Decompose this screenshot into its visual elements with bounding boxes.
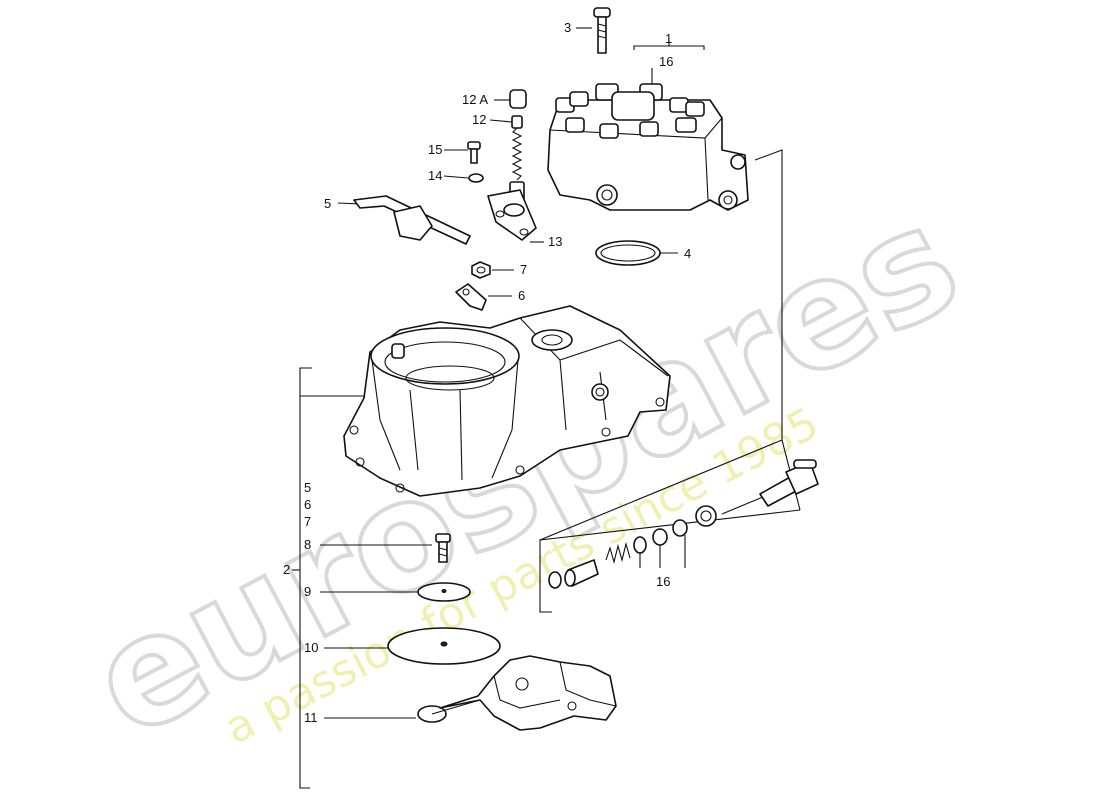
callout-6: 6 [518, 288, 525, 303]
lever-part-6 [455, 283, 487, 311]
callout-12: 12 [472, 112, 486, 127]
callout-5: 5 [324, 196, 331, 211]
base-plate-part-13 [487, 189, 537, 241]
screw-part-15 [467, 141, 481, 164]
callout-11: 11 [304, 710, 318, 725]
screw-part-3 [593, 7, 611, 54]
group-item-6: 6 [304, 497, 311, 512]
callout-16-bottom: 16 [656, 574, 670, 589]
callout-13: 13 [548, 234, 562, 249]
callout-1: 1 [665, 31, 672, 46]
callout-10: 10 [304, 640, 318, 655]
plug-part-12a [509, 89, 527, 109]
callout-9: 9 [304, 584, 311, 599]
washer-part-9 [417, 582, 471, 602]
group-item-7: 7 [304, 514, 311, 529]
bracket-part-5 [353, 195, 471, 245]
o-ring-part-4 [595, 240, 661, 266]
callout-8: 8 [304, 537, 311, 552]
callout-7: 7 [520, 262, 527, 277]
callout-16-top: 16 [659, 54, 673, 69]
distributor-head-part-1 [547, 83, 749, 211]
callout-12a: 12 A [462, 92, 488, 107]
callout-labels: 1 16 3 12 A 12 15 14 5 13 4 7 6 2 5 6 7 … [283, 20, 691, 725]
fuel-outlet-fittings [555, 83, 705, 139]
screw-part-8 [435, 533, 451, 563]
washer-part-14 [468, 173, 484, 183]
plate-part-10 [387, 627, 501, 665]
nut-part-7 [471, 261, 491, 279]
callout-2: 2 [283, 562, 290, 577]
air-flow-housing [343, 305, 671, 497]
callout-15: 15 [428, 142, 442, 157]
callout-4: 4 [684, 246, 691, 261]
leader-lines [320, 27, 678, 719]
lever-arm-part-11 [417, 655, 617, 731]
group-item-5: 5 [304, 480, 311, 495]
callout-14: 14 [428, 168, 442, 183]
control-valve-assembly [548, 459, 819, 589]
callout-3: 3 [564, 20, 571, 35]
